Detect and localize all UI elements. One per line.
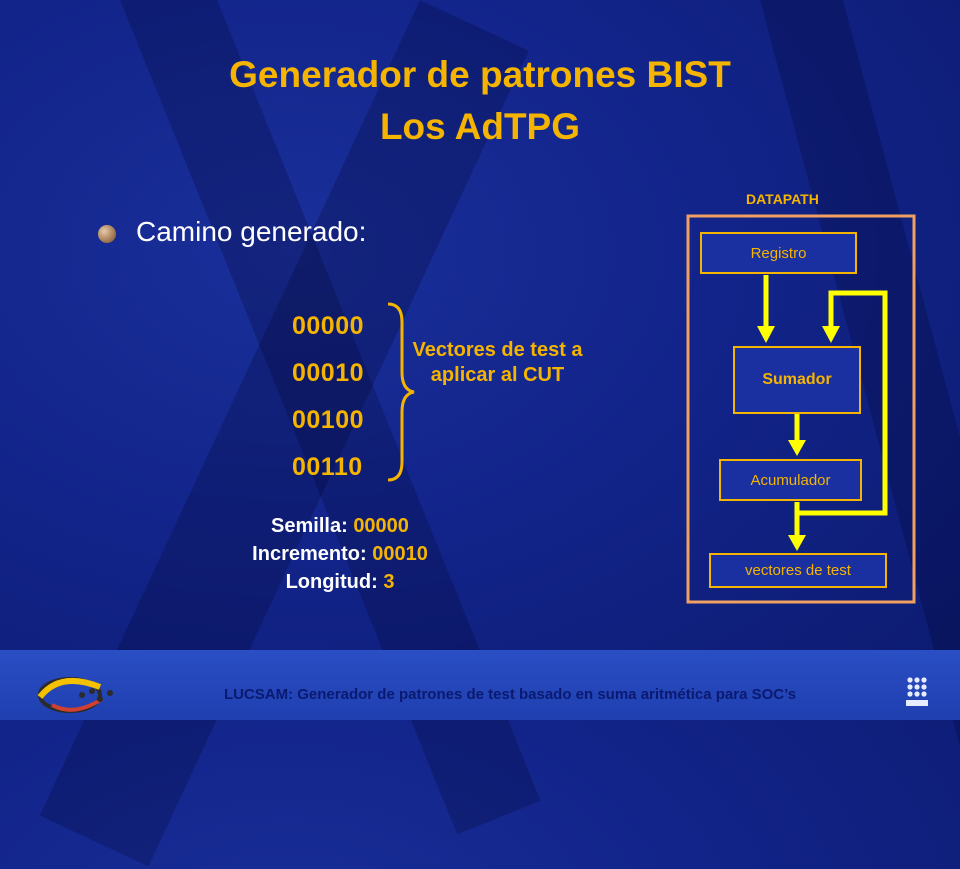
slide-title: Generador de patrones BIST bbox=[229, 54, 731, 95]
upc-logo-icon bbox=[906, 677, 928, 706]
footer-bar bbox=[0, 650, 960, 720]
vector-item: 00100 bbox=[292, 406, 365, 434]
brace-icon bbox=[387, 302, 415, 482]
acumulador-block: Acumulador bbox=[719, 459, 862, 501]
vectors-caption: Vectores de test a aplicar al CUT bbox=[412, 339, 583, 386]
logo-icon bbox=[37, 677, 113, 713]
param-longitud: Longitud: 3 bbox=[285, 571, 395, 593]
sumador-block: Sumador bbox=[733, 346, 861, 414]
bullet-icon bbox=[98, 225, 116, 243]
datapath-diagram bbox=[686, 214, 916, 604]
param-incremento: Incremento: 00010 bbox=[252, 543, 428, 565]
vector-item: 00010 bbox=[292, 359, 365, 387]
registro-block: Registro bbox=[700, 232, 857, 274]
param-semilla: Semilla: 00000 bbox=[271, 515, 409, 537]
bullet-text: Camino generado: bbox=[136, 216, 367, 247]
vector-item: 00110 bbox=[292, 453, 363, 481]
vector-item: 00000 bbox=[292, 312, 365, 340]
slide-subtitle: Los AdTPG bbox=[379, 106, 581, 147]
footer-text: LUCSAM: Generador de patrones de test ba… bbox=[223, 686, 797, 703]
datapath-title: DATAPATH bbox=[746, 191, 819, 207]
parameters-block: Semilla: 00000 Incremento: 00010 Longitu… bbox=[180, 512, 500, 596]
vectores-block: vectores de test bbox=[709, 553, 887, 588]
